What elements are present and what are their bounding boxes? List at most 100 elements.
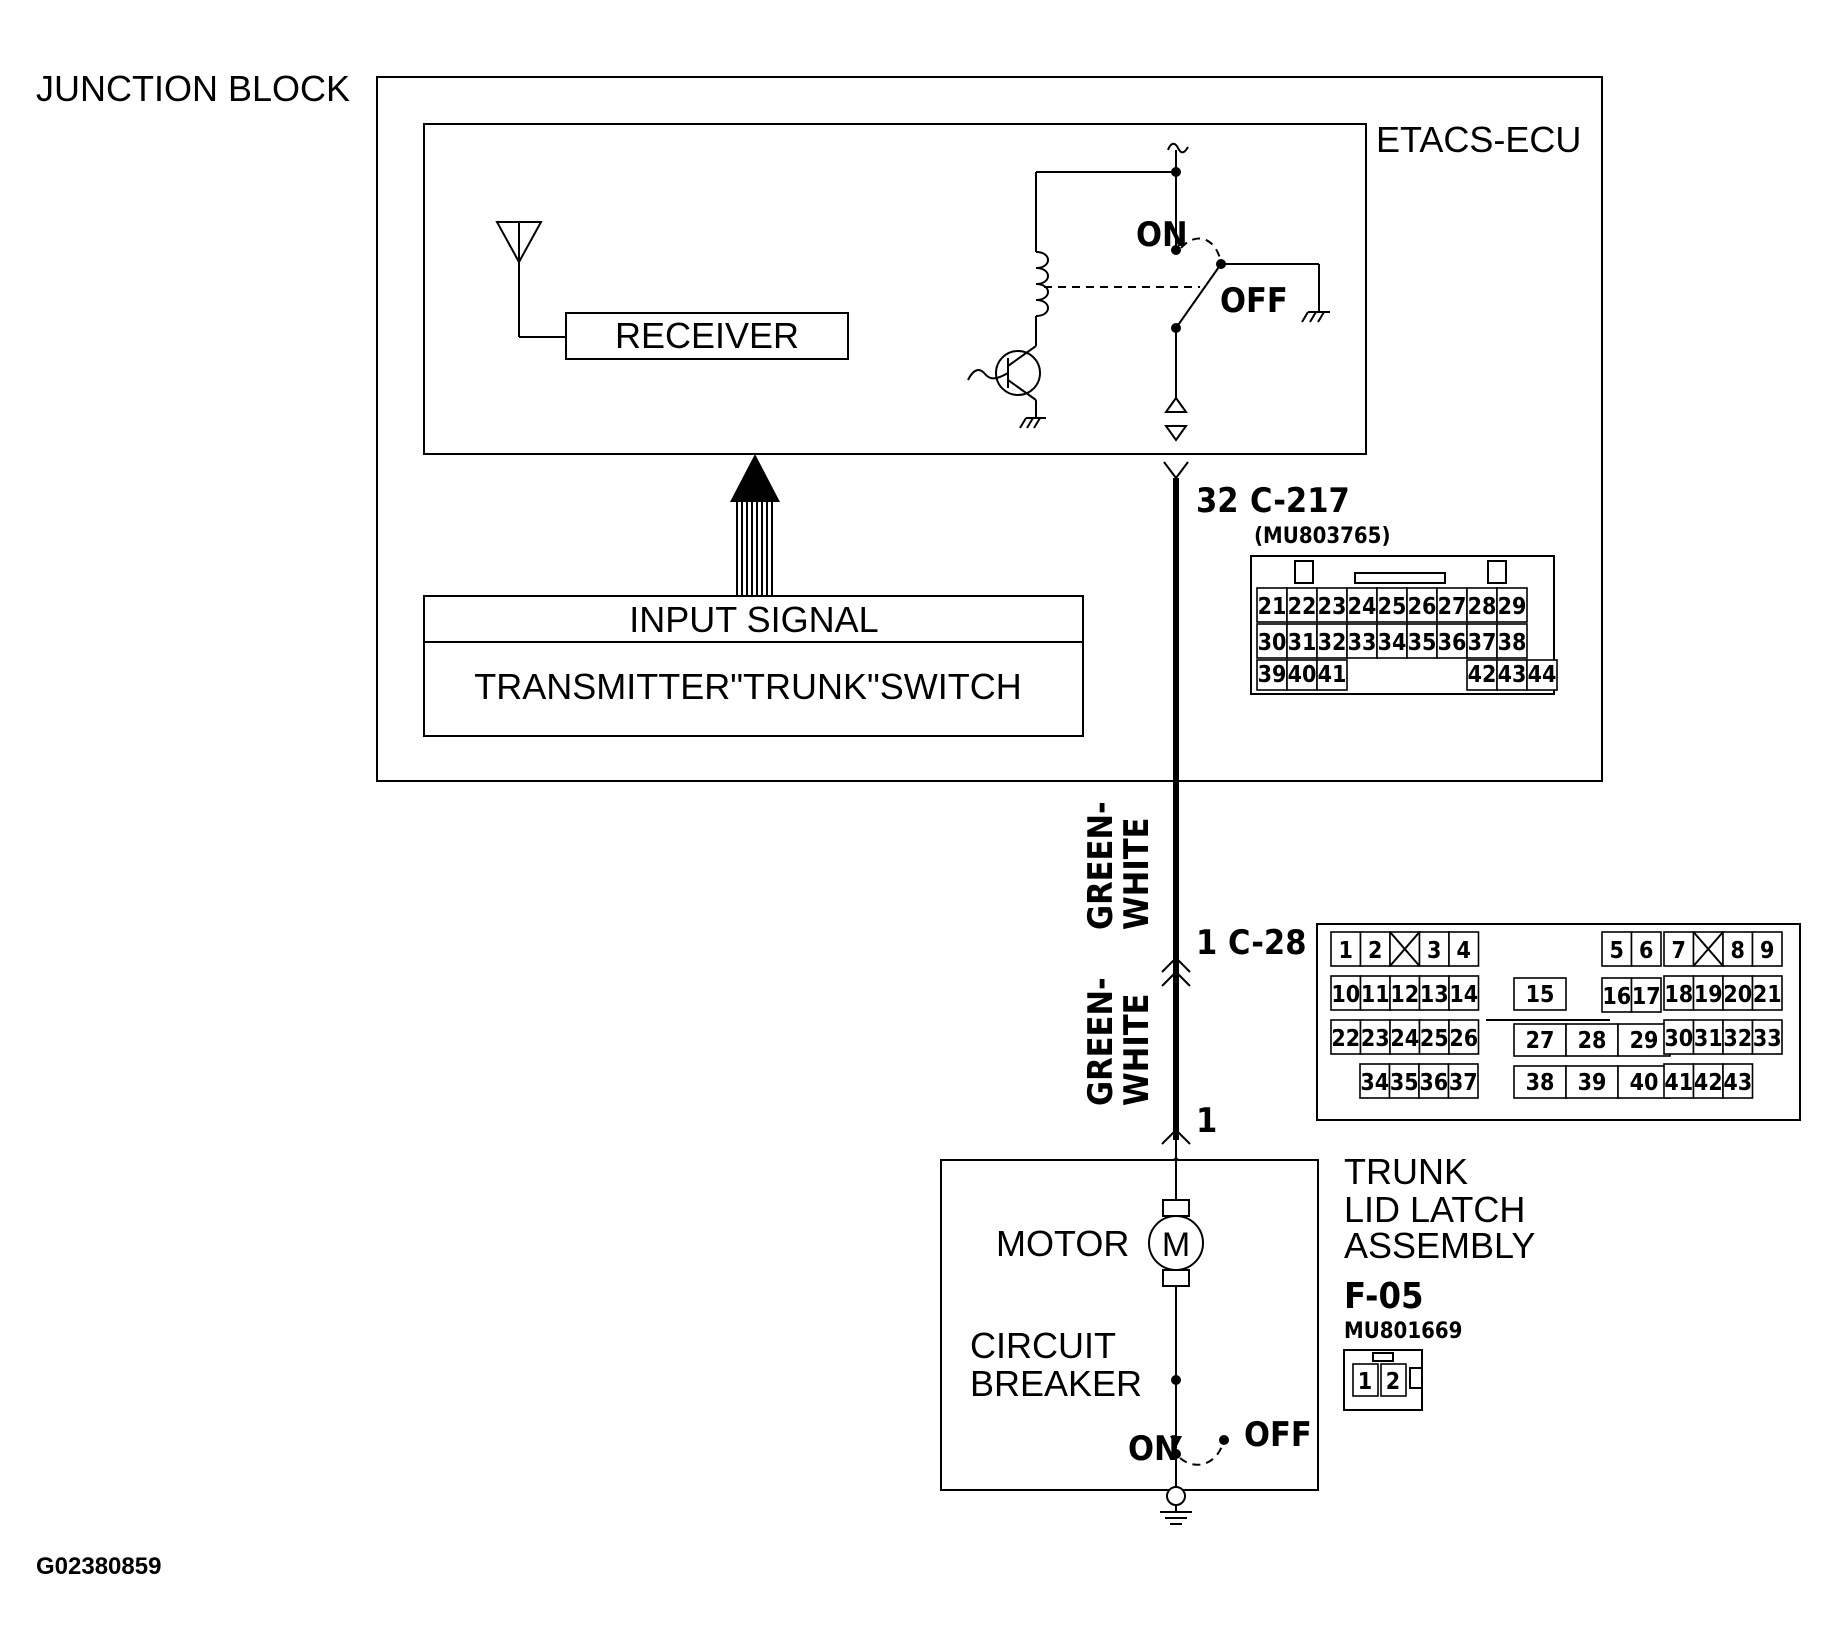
c28-pin-label: 8 [1731,938,1745,964]
c217-pin-cell [1286,587,1318,623]
c28-pin-label: 38 [1526,1070,1555,1096]
antenna-icon [495,221,566,338]
c28-pin-label: 9 [1760,938,1774,964]
c217-pin-cell [1286,623,1318,659]
c28-pin-cell [1663,975,1695,1011]
c28-pin-cell [1617,1023,1671,1057]
ground-icon [1160,1486,1192,1525]
c217-pin-label: 34 [1378,630,1407,656]
c28-pin-label: 30 [1664,1026,1693,1052]
c217-pin-label: 21 [1258,594,1287,620]
c28-pin-label: 32 [1723,1026,1752,1052]
c28-pin-cell [1663,1063,1695,1099]
c28-pin-label: 27 [1526,1028,1555,1054]
receiver-label: RECEIVER [615,315,799,356]
c217-pin-cell [1466,659,1498,691]
etacs-ecu-label: ETACS-ECU [1376,119,1581,160]
c217-pin-label: 26 [1408,594,1437,620]
c217-pin-label: 43 [1498,662,1527,688]
wire-color-label-upper-1: GREEN- [1081,801,1121,930]
breaker-off-label: OFF [1244,1415,1312,1455]
c217-pin-label: 40 [1288,662,1317,688]
c217-pin-label: 31 [1288,630,1317,656]
c217-pin-cell [1286,659,1318,691]
c28-pin-label: 22 [1331,1026,1360,1052]
c28-pin-cell [1751,931,1783,967]
trunk-latch-label-3: ASSEMBLY [1344,1225,1535,1266]
c28-pin-label: 6 [1639,938,1653,964]
c28-pin-cell [1692,1063,1724,1099]
f05-pin-2-cell [1380,1363,1407,1397]
trunk-latch-frame [940,1159,1319,1491]
c28-pin-label: 5 [1610,938,1624,964]
f05-name-label: F-05 [1344,1276,1424,1317]
c28-pin-label: 39 [1578,1070,1607,1096]
c28-pin-label: 25 [1420,1026,1449,1052]
c28-pin-label: 29 [1630,1028,1659,1054]
c28-pin-label: 2 [1368,938,1382,964]
relay-switch-icon [1164,142,1330,442]
c28-pin-label: 18 [1664,982,1693,1008]
c28-pin-label: 1 [1339,938,1353,964]
c28-pin-cell [1722,1019,1754,1055]
c217-pin-cell [1496,623,1528,659]
f05-pin-2-label: 2 [1386,1369,1400,1395]
c217-pin-label: 29 [1498,594,1527,620]
c28-pin-cell [1630,931,1662,967]
c28-pin-label: 17 [1632,984,1661,1010]
trunk-latch-label-2: LID LATCH [1344,1189,1525,1230]
transmitter-switch-label: TRANSMITTER"TRUNK"SWITCH [474,666,1022,707]
c28-pin-cell [1565,1023,1619,1057]
c28-pin-cell [1418,931,1450,967]
c217-pin-cell [1316,659,1348,691]
c28-pin-cell [1513,977,1567,1011]
c28-pin-cell [1722,975,1754,1011]
relay-off-label: OFF [1220,281,1288,321]
c217-pin-cell [1346,623,1378,659]
c28-pin-cell [1447,1063,1479,1099]
c28-pin-cell [1359,1063,1391,1099]
c217-pin-label: 25 [1378,594,1407,620]
c28-pin-label: 36 [1419,1070,1448,1096]
c217-pin-label: 39 [1258,662,1287,688]
c217-pin-label: 27 [1438,594,1467,620]
f05-part-label: MU801669 [1344,1319,1462,1344]
c28-pin-cell [1601,931,1633,967]
c28-pin-cell [1692,1019,1724,1055]
c217-pin-label: 30 [1258,630,1287,656]
c28-pin-label: 19 [1694,982,1723,1008]
c217-pin-label: 35 [1408,630,1437,656]
circuit-breaker-label-1: CIRCUIT [970,1325,1116,1366]
c28-pin-cell [1388,1063,1420,1099]
receiver-box [565,312,849,360]
c217-pin-cell [1406,587,1438,623]
c28-pin-cell [1692,975,1724,1011]
trunk-latch-label-1: TRUNK [1344,1151,1468,1192]
c28-pin-label: 20 [1723,982,1752,1008]
input-signal-arrow-icon [730,454,780,596]
motor-symbol: M [1162,1226,1190,1264]
c217-pin-label: 32 [1196,481,1239,521]
c28-name-label: C-28 [1228,923,1307,963]
c28-pin-cell [1359,931,1391,967]
figure-id: G02380859 [36,1553,161,1580]
c217-pin-label: 37 [1468,630,1497,656]
c217-pin-cell [1346,587,1378,623]
c28-pin-label: 15 [1526,982,1555,1008]
breaker-on-label: ON [1128,1429,1180,1469]
c217-pin-cell [1496,587,1528,623]
c28-pin-label: 42 [1694,1070,1723,1096]
c217-pin-cell [1466,587,1498,623]
c217-pin-cell [1526,659,1558,691]
c28-pin-cell [1330,975,1362,1011]
c217-pin-cell [1316,587,1348,623]
c28-pin-cell [1601,977,1633,1013]
c28-pin-label: 35 [1390,1070,1419,1096]
c217-pin-cell [1406,623,1438,659]
c28-pin-cell [1565,1065,1619,1099]
c28-pin-cell [1418,1019,1450,1055]
c28-pin-label: 31 [1694,1026,1723,1052]
